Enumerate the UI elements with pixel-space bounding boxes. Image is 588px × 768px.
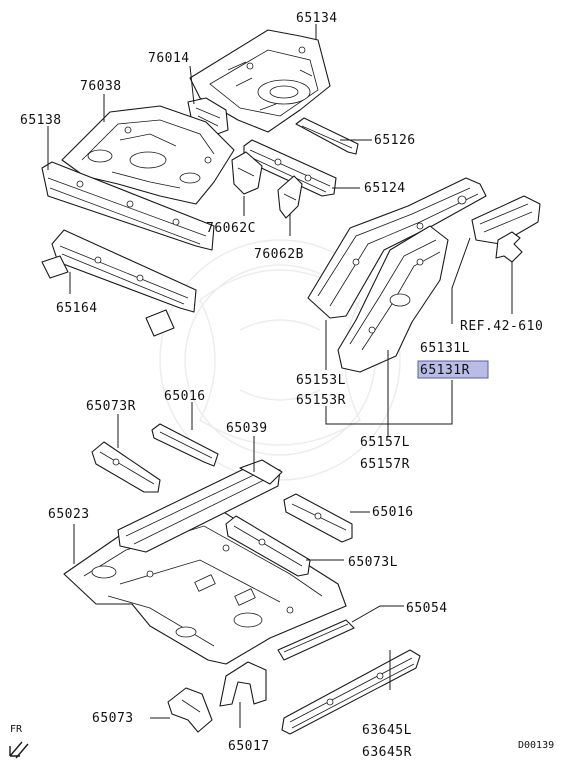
label-65073l[interactable]: 65073L xyxy=(348,555,398,570)
bracket-76062c[interactable] xyxy=(231,151,263,195)
label-65023[interactable]: 65023 xyxy=(48,507,90,522)
watermark-emblem xyxy=(159,239,401,481)
label-65153r[interactable]: 65153R xyxy=(296,393,346,408)
label-65138[interactable]: 65138 xyxy=(20,113,62,128)
label-65157r[interactable]: 65157R xyxy=(360,457,410,472)
label-ref-42-610[interactable]: REF.42-610 xyxy=(460,319,543,334)
label-65073[interactable]: 65073 xyxy=(92,711,134,726)
label-65131r[interactable]: 65131R xyxy=(420,363,470,378)
rear-member-65164[interactable] xyxy=(41,229,197,337)
side-sill-63645l[interactable] xyxy=(281,649,421,735)
side-member-65153l[interactable] xyxy=(307,177,487,319)
front-label: FR xyxy=(10,724,23,735)
member-65016-right[interactable] xyxy=(283,493,353,543)
label-65124[interactable]: 65124 xyxy=(364,181,406,196)
label-65126[interactable]: 65126 xyxy=(374,133,416,148)
label-63645r[interactable]: 63645R xyxy=(362,745,412,760)
rear-floor-pan-65134[interactable] xyxy=(189,29,331,133)
label-76062b[interactable]: 76062B xyxy=(254,247,304,262)
bracket-76062b[interactable] xyxy=(277,175,303,219)
label-76062c[interactable]: 76062C xyxy=(206,221,256,236)
label-65017[interactable]: 65017 xyxy=(228,739,270,754)
label-63645l[interactable]: 63645L xyxy=(362,723,412,738)
part-labels: 65134 76014 76038 65138 65126 65124 7606… xyxy=(20,11,543,760)
label-65073r[interactable]: 65073R xyxy=(86,399,136,414)
diagram-code: D00139 xyxy=(518,740,554,751)
label-65054[interactable]: 65054 xyxy=(406,601,448,616)
front-direction-arrow-icon xyxy=(9,741,29,759)
label-76014[interactable]: 76014 xyxy=(148,51,190,66)
tunnel-65039[interactable] xyxy=(117,459,283,553)
label-65016-right[interactable]: 65016 xyxy=(372,505,414,520)
label-65153l[interactable]: 65153L xyxy=(296,373,346,388)
label-65131l[interactable]: 65131L xyxy=(420,341,470,356)
label-65039[interactable]: 65039 xyxy=(226,421,268,436)
floor-panel-76038[interactable] xyxy=(61,105,235,205)
rear-end-member-65131l[interactable] xyxy=(471,195,541,245)
rear-side-member-65157l[interactable] xyxy=(337,225,449,373)
leader-lines xyxy=(47,24,513,728)
highlight-65131r xyxy=(417,360,489,379)
member-65016-upper[interactable] xyxy=(151,423,219,467)
label-65134[interactable]: 65134 xyxy=(296,11,338,26)
side-sill-65054[interactable] xyxy=(277,619,355,661)
ref-42-610-bracket[interactable] xyxy=(495,231,523,263)
sill-65073l[interactable] xyxy=(225,515,311,577)
label-65157l[interactable]: 65157L xyxy=(360,435,410,450)
label-65016-upper[interactable]: 65016 xyxy=(164,389,206,404)
label-65164[interactable]: 65164 xyxy=(56,301,98,316)
bracket-65017[interactable] xyxy=(219,661,267,707)
rail-65126[interactable] xyxy=(295,117,359,155)
crossmember-65124[interactable] xyxy=(243,139,337,197)
sill-65073r[interactable] xyxy=(91,441,161,493)
crossmember-65138[interactable] xyxy=(41,161,215,251)
label-76038[interactable]: 76038 xyxy=(80,79,122,94)
bracket-65073[interactable] xyxy=(167,687,213,733)
front-indicator: FR xyxy=(9,724,29,759)
